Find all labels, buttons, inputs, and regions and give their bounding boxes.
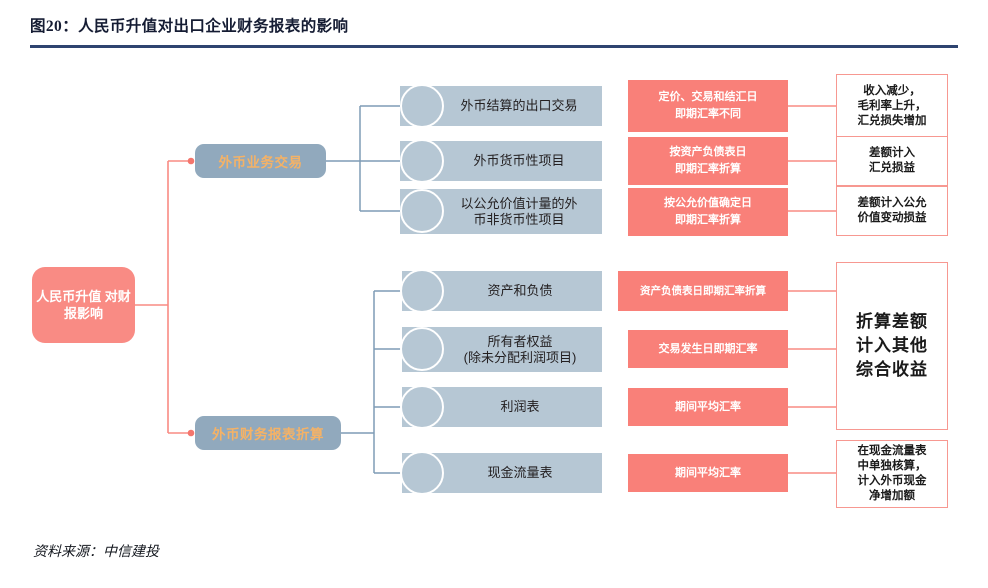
rule-box[interactable]: 期间平均汇率 <box>628 454 788 492</box>
rule-label: 定价、交易和结汇日 即期汇率不同 <box>658 91 758 120</box>
result-box[interactable]: 在现金流量表 中单独核算， 计入外币现金 净增加额 <box>836 440 948 508</box>
item-circle <box>400 189 444 233</box>
source-note: 资料来源：中信建投 <box>33 545 159 560</box>
item-label: 外币结算的出口交易 <box>460 98 578 113</box>
result-label: 收入减少， 毛利率上升， 汇兑损失增加 <box>857 84 927 127</box>
branch-node-label: 外币财务报表折算 <box>212 427 324 442</box>
diagram-canvas: 人民币升值 对财报影响 外币业务交易 外币财务报表折算 外币结算的出口交易 定价… <box>0 50 988 530</box>
rule-box[interactable]: 按公允价值确定日 即期汇率折算 <box>628 188 788 236</box>
item-label: 利润表 <box>500 399 540 414</box>
rule-label: 按公允价值确定日 即期汇率折算 <box>664 197 752 226</box>
result-label: 差额计入公允 价值变动损益 <box>857 197 927 224</box>
rule-box[interactable]: 定价、交易和结汇日 即期汇率不同 <box>628 80 788 132</box>
figure-header: 图20：人民币升值对出口企业财务报表的影响 <box>30 14 958 48</box>
item-circle <box>400 327 444 371</box>
merged-result-box[interactable]: 折算差额 计入其他 综合收益 <box>836 262 948 430</box>
result-box[interactable]: 收入减少， 毛利率上升， 汇兑损失增加 <box>836 74 948 138</box>
branch-bullet-2 <box>187 429 195 437</box>
item-label: 外币货币性项目 <box>473 153 565 168</box>
item-label: 资产和负债 <box>487 283 553 298</box>
page-title: 图20：人民币升值对出口企业财务报表的影响 <box>30 18 349 35</box>
result-box[interactable]: 差额计入 汇兑损益 <box>836 136 948 186</box>
item-circle <box>400 139 444 183</box>
item-circle <box>400 84 444 128</box>
rule-label: 交易发生日即期汇率 <box>658 342 758 355</box>
merged-result-label: 折算差额 计入其他 综合收益 <box>856 312 928 379</box>
rule-box[interactable]: 期间平均汇率 <box>628 388 788 426</box>
item-label: 以公允价值计量的外 币非货币性项目 <box>460 195 578 227</box>
item-circle <box>400 385 444 429</box>
item-circle <box>400 451 444 495</box>
rule-label: 期间平均汇率 <box>675 400 741 413</box>
branch-bullet-1 <box>187 157 195 165</box>
rule-label: 按资产负债表日 即期汇率折算 <box>669 146 747 175</box>
rule-box[interactable]: 交易发生日即期汇率 <box>628 330 788 368</box>
branch-node-foreign-currency-transactions[interactable]: 外币业务交易 <box>195 144 326 178</box>
connector-lines <box>135 105 836 474</box>
result-box[interactable]: 差额计入公允 价值变动损益 <box>836 186 948 236</box>
item-circle <box>400 269 444 313</box>
rule-box[interactable]: 按资产负债表日 即期汇率折算 <box>628 137 788 185</box>
rule-box[interactable]: 资产负债表日即期汇率折算 <box>618 271 788 311</box>
item-label: 所有者权益 (除未分配利润项目) <box>463 333 577 365</box>
rule-label: 资产负债表日即期汇率折算 <box>640 284 766 297</box>
item-label: 现金流量表 <box>487 465 553 480</box>
root-node-label: 人民币升值 对财报影响 <box>36 289 131 321</box>
branch-node-label: 外币业务交易 <box>218 155 303 170</box>
root-node[interactable]: 人民币升值 对财报影响 <box>32 267 135 343</box>
branch-node-statement-translation[interactable]: 外币财务报表折算 <box>195 416 341 450</box>
title-divider <box>30 45 958 48</box>
result-label: 在现金流量表 中单独核算， 计入外币现金 净增加额 <box>857 445 927 502</box>
rule-label: 期间平均汇率 <box>675 466 741 479</box>
result-label: 差额计入 汇兑损益 <box>869 147 915 174</box>
